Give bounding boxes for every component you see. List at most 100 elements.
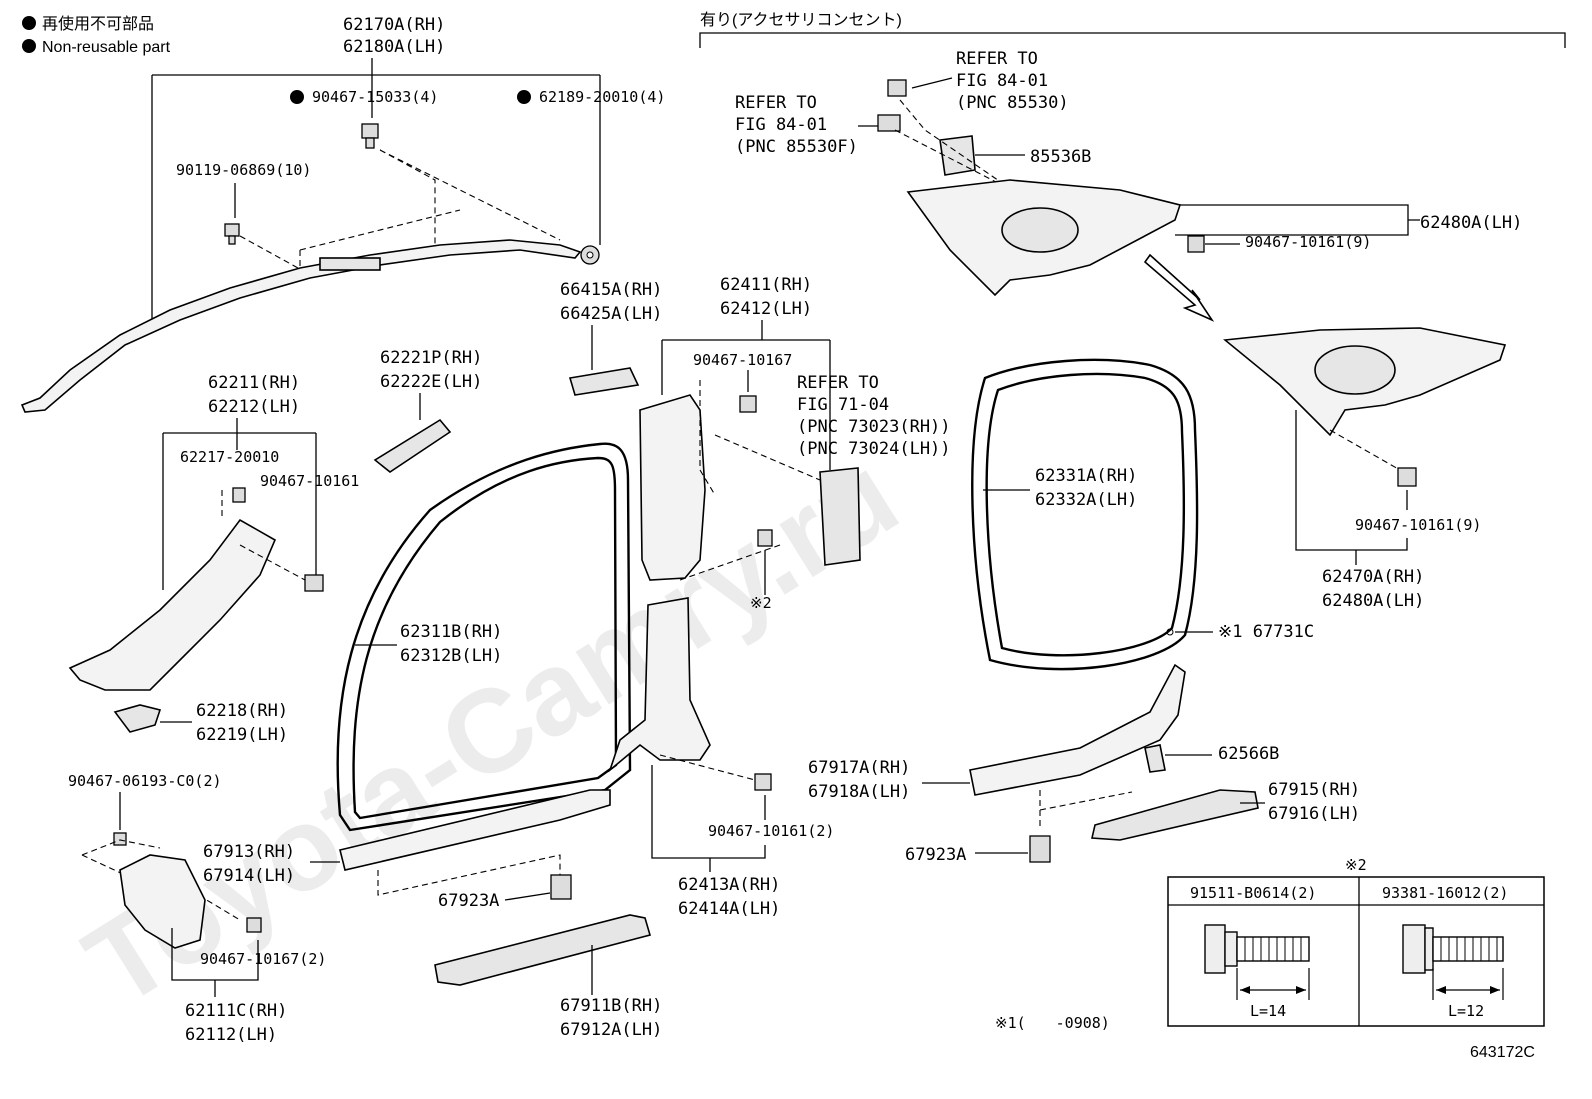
leader — [162, 418, 317, 590]
label-62331a: 62331A(RH) — [1035, 466, 1137, 486]
assembly-line — [659, 754, 756, 781]
assembly-line — [239, 149, 561, 269]
label-62414a: 62414A(LH) — [678, 899, 780, 919]
label-62221p: 62221P(RH) — [380, 348, 482, 368]
clip-icon — [232, 487, 246, 503]
label-62180a: 62180A(LH) — [343, 37, 445, 57]
front-sill-plate-part — [434, 914, 651, 986]
mark-2: ※2 — [750, 594, 772, 612]
legend-jp: 再使用不可部品 — [42, 15, 154, 33]
label-62112: 62112(LH) — [185, 1025, 277, 1045]
assembly-line — [679, 380, 821, 581]
label-90467-10161b: 90467-10161(2) — [708, 822, 834, 840]
label-90467-15033: 90467-15033(4) — [312, 88, 438, 106]
label-62312b: 62312B(LH) — [400, 646, 502, 666]
label-66425a: 66425A(LH) — [560, 304, 662, 324]
footnote: ※1( -0908) — [995, 1014, 1110, 1032]
label-62217-20010: 62217-20010 — [180, 448, 279, 466]
rear-scuff-plate-part — [969, 663, 1186, 796]
accessory-bracket — [699, 32, 1566, 48]
label-67923a-right: 67923A — [905, 845, 966, 865]
legend: 再使用不可部品 Non-reusable part — [22, 15, 171, 56]
leader — [151, 58, 601, 320]
bolt-icon — [757, 529, 773, 547]
b-pillar-upper-part — [639, 394, 706, 581]
refer-fig71-line4: (PNC 73024(LH)) — [797, 439, 951, 459]
label-90467-06193: 90467-06193-C0(2) — [68, 772, 222, 790]
label-67917a: 67917A(RH) — [808, 758, 910, 778]
legend-bullet-icon — [22, 16, 36, 30]
screw-icon — [224, 223, 240, 245]
label-67912a: 67912A(LH) — [560, 1020, 662, 1040]
refer-fig84-b-line2: FIG 84-01 — [735, 115, 827, 135]
label-62480a-bottom: 62480A(LH) — [1322, 591, 1424, 611]
curtain-bracket-part — [319, 257, 381, 271]
nonreusable-icon — [517, 90, 531, 104]
front-scuff-plate-part — [339, 789, 611, 871]
screw-icon — [113, 832, 127, 846]
label-67731c: ※1 67731C — [1218, 622, 1314, 642]
accessory-note: 有り(アクセサリコンセント) — [700, 11, 902, 29]
label-90467-10161c: 90467-10161(9) — [1245, 233, 1371, 251]
refer-fig84-b-line3: (PNC 85530F) — [735, 137, 858, 157]
leader — [1295, 410, 1408, 565]
bracket-part — [568, 367, 640, 396]
label-67918a: 67918A(LH) — [808, 782, 910, 802]
label-67916: 67916(LH) — [1268, 804, 1360, 824]
refer-fig71-line2: FIG 71-04 — [797, 395, 889, 415]
label-90119-06869: 90119-06869(10) — [176, 161, 311, 179]
assembly-line — [1329, 429, 1401, 471]
label-90467-10161a: 90467-10161 — [260, 472, 359, 490]
label-67913: 67913(RH) — [203, 842, 295, 862]
front-door-seal-inner — [352, 456, 618, 820]
refer-fig84-b-line1: REFER TO — [735, 93, 817, 113]
clip-icon — [754, 773, 772, 791]
label-62212: 62212(LH) — [208, 397, 300, 417]
kick-panel-part — [119, 854, 206, 949]
label-62332a: 62332A(LH) — [1035, 490, 1137, 510]
table-len2: L=12 — [1448, 1002, 1484, 1020]
refer-fig84-a-line1: REFER TO — [956, 49, 1038, 69]
label-62566b: 62566B — [1218, 744, 1279, 764]
arrow-icon — [1143, 253, 1215, 322]
assembly-line — [221, 490, 306, 581]
label-62413a: 62413A(RH) — [678, 875, 780, 895]
label-67911b: 67911B(RH) — [560, 996, 662, 1016]
clip-icon — [1029, 835, 1051, 863]
clip-cover-part — [113, 704, 162, 733]
washer-bolt-icon — [1402, 924, 1504, 1000]
label-85536b: 85536B — [1030, 147, 1091, 167]
label-90467-10161d: 90467-10161(9) — [1355, 516, 1481, 534]
nonreusable-icon — [290, 90, 304, 104]
leader — [911, 77, 953, 89]
clip-icon — [1397, 467, 1417, 487]
rear-sill-plate-part — [1091, 789, 1259, 841]
leader — [1175, 204, 1420, 236]
clip-icon — [580, 245, 600, 265]
clip-icon — [304, 574, 324, 592]
bracket-part — [373, 418, 452, 473]
clip-icon — [739, 395, 757, 413]
rear-door-seal-inner — [985, 372, 1186, 657]
rear-door-seal-part — [971, 358, 1199, 671]
label-62218: 62218(RH) — [196, 701, 288, 721]
label-67914: 67914(LH) — [203, 866, 295, 886]
label-67923a-left: 67923A — [438, 891, 499, 911]
refer-fig71-line3: (PNC 73023(RH)) — [797, 417, 951, 437]
label-90467-10167a: 90467-10167 — [693, 351, 792, 369]
clip-icon — [877, 114, 901, 132]
table-mark: ※2 — [1345, 856, 1367, 874]
socket-cover-part — [939, 135, 976, 176]
bolt-icon — [361, 123, 379, 149]
quarter-trim-opening — [1314, 345, 1396, 395]
seatbelt-cover-part — [819, 467, 861, 566]
flange-bolt-icon — [1204, 924, 1310, 1000]
bolt-table: 91511-B0614(2) 93381-16012(2) L=14 L=12 — [1167, 876, 1545, 1027]
label-62189-20010: 62189-20010(4) — [539, 88, 665, 106]
refer-fig84-a-line3: (PNC 85530) — [956, 93, 1069, 113]
label-62170a: 62170A(RH) — [343, 15, 445, 35]
clip-icon — [1187, 235, 1205, 253]
label-62111c: 62111C(RH) — [185, 1001, 287, 1021]
clip-icon — [246, 917, 262, 933]
